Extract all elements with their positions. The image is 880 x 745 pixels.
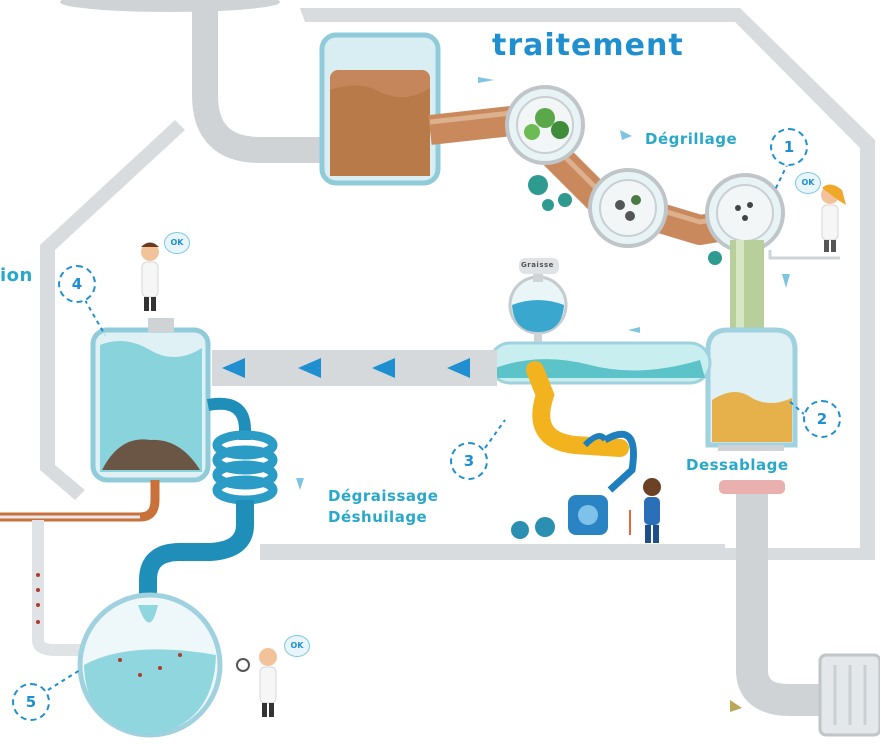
marker-1: 1: [770, 128, 808, 166]
coil-pipe: [206, 397, 251, 440]
worker-pump: [643, 478, 661, 543]
label-dessablage: Dessablage: [686, 456, 789, 474]
intake-pipe: [192, 0, 330, 163]
ok-bubble-bottom: OK: [284, 635, 310, 657]
small-arrow-drain: [730, 700, 742, 712]
screen-2: [588, 168, 668, 248]
magnifier-icon: [236, 658, 250, 672]
screen-1: [505, 85, 585, 165]
drain-pipe: [736, 494, 768, 674]
label-deshuilage: Déshuilage: [328, 508, 428, 526]
label-partial-left: ion: [0, 265, 33, 286]
gears-bottom: [511, 517, 555, 539]
frame-left: [40, 120, 185, 500]
marker-5: 5: [12, 683, 50, 721]
frame-bottom-segment: [260, 544, 725, 552]
label-degrillage: Dégrillage: [645, 130, 738, 148]
worker-top-right: [821, 184, 846, 252]
pointer-1: [774, 162, 789, 191]
grease-tank: [508, 258, 568, 343]
left-grey-pipe: [32, 520, 90, 656]
marker-3: 3: [450, 442, 488, 480]
ok-bubble-right: OK: [795, 172, 821, 194]
top-tank-edge: [60, 0, 280, 12]
label-degraissage: Dégraissage: [328, 487, 439, 505]
small-arrow-4: [782, 274, 790, 288]
small-arrow-5: [296, 478, 304, 490]
pointer-4: [84, 299, 106, 336]
flow-arrows: [222, 358, 470, 378]
worker-flask: [236, 648, 277, 717]
grit-valve: [719, 480, 785, 494]
pointer-3: [484, 419, 506, 449]
screen-3: [705, 173, 785, 253]
vertical-pipe: [730, 240, 764, 340]
pointer-5: [47, 669, 81, 691]
marker-4: 4: [58, 265, 96, 303]
small-arrow-2: [620, 130, 632, 140]
gears-top: [528, 175, 722, 265]
pointer-2: [787, 399, 806, 416]
page-title: traitement: [492, 28, 684, 63]
sludge-pipe: [0, 480, 160, 522]
small-arrow-3: [628, 327, 640, 333]
marker-2: 2: [803, 400, 841, 438]
label-graisse: Graisse: [521, 261, 554, 269]
coil: [212, 430, 278, 505]
ok-bubble-left: OK: [164, 232, 190, 254]
small-arrow-1: [478, 77, 494, 83]
worker-top-left: [141, 242, 159, 311]
